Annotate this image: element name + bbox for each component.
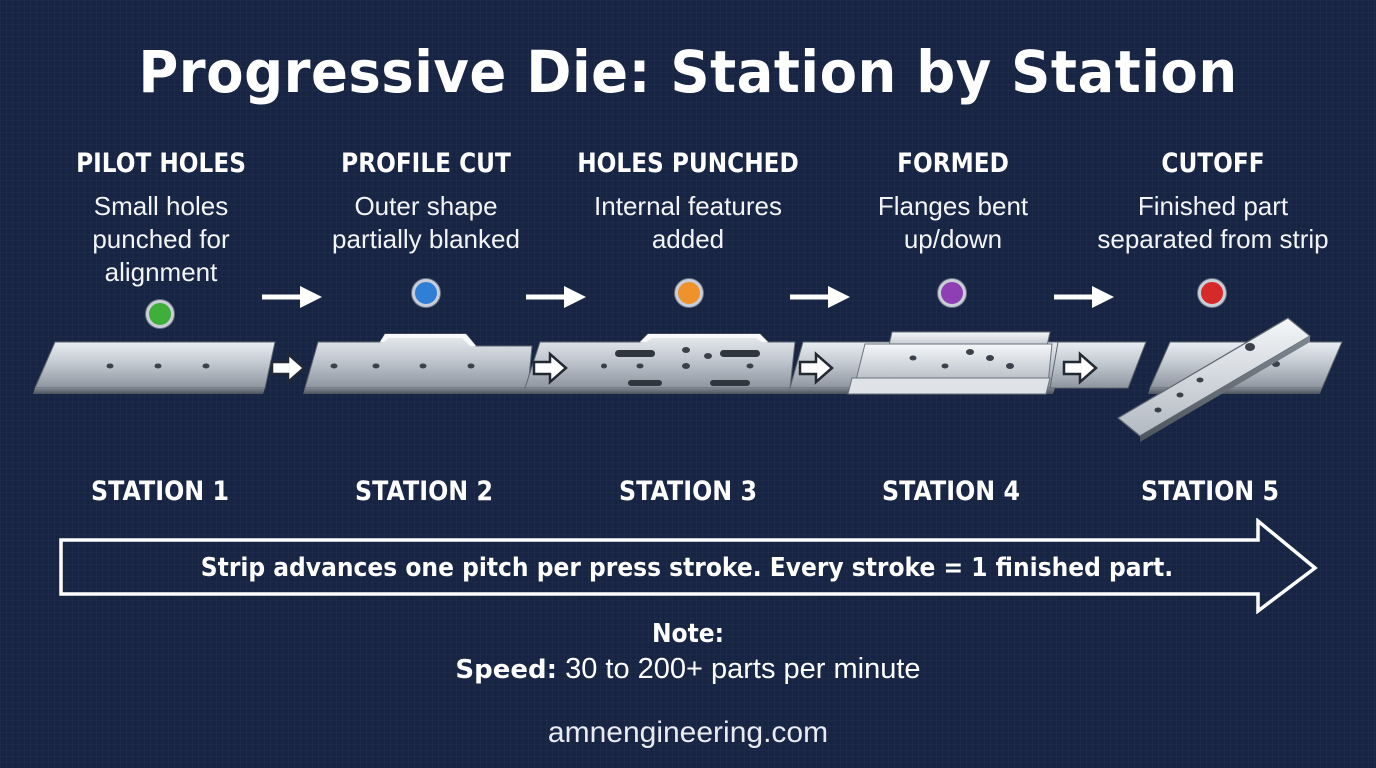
stage-description: Small holes punched for alignment [26, 190, 296, 289]
right-arrow-icon [526, 286, 586, 308]
stage-name: HOLES PUNCHED [577, 148, 799, 179]
banner-arrow-icon [59, 518, 1318, 614]
stage-cutoff: CUTOFF Finished part separated from stri… [1078, 146, 1348, 256]
stage-name: PILOT HOLES [76, 148, 246, 179]
stage-desc-line: Flanges bent [877, 191, 1029, 221]
stage-desc-line: Finished part [1137, 191, 1289, 221]
stage-holes-punched: HOLES PUNCHED Internal features added [553, 146, 823, 256]
stage-description: Outer shape partially blanked [291, 190, 561, 256]
stage-name: CUTOFF [1161, 148, 1265, 179]
stage-desc-line: Internal features [594, 191, 782, 221]
strip-advance-arrow-icon [532, 351, 568, 385]
stage-name: PROFILE CUT [341, 148, 511, 179]
station-label: STATION 3 [619, 476, 757, 507]
stage-pilot-holes: PILOT HOLES Small holes punched for alig… [26, 146, 296, 289]
stage-desc-line: added [651, 224, 725, 254]
stage-description: Internal features added [553, 190, 823, 256]
stage-name: FORMED [897, 148, 1009, 179]
station-label: STATION 2 [355, 476, 493, 507]
stage-desc-line: partially blanked [332, 224, 520, 254]
stage-2-marker-dot [412, 279, 440, 307]
metal-strip-illustration [33, 317, 1343, 442]
stage-5-marker-dot [1198, 279, 1226, 307]
speed-label: Speed: [455, 655, 558, 685]
strip-segment-4 [788, 331, 1061, 395]
finished-part [1116, 317, 1312, 442]
page-title: Progressive Die: Station by Station [138, 38, 1238, 106]
strip-segment-2 [303, 333, 533, 394]
stage-profile-cut: PROFILE CUT Outer shape partially blanke… [291, 146, 561, 256]
speed-note: Speed: 30 to 200+ parts per minute [0, 651, 1376, 688]
stage-desc-line: separated from strip [1097, 224, 1329, 254]
stage-desc-line: Outer shape [354, 191, 498, 221]
website-footer: amnengineering.com [547, 716, 829, 749]
note-label: Note: [651, 619, 725, 649]
stage-3-marker-dot [675, 279, 703, 307]
right-arrow-icon [790, 286, 850, 308]
stage-desc-line: up/down [903, 224, 1003, 254]
process-summary-banner: Strip advances one pitch per press strok… [200, 553, 1174, 583]
speed-value: 30 to 200+ parts per minute [557, 653, 921, 685]
stage-desc-line: punched for [92, 224, 230, 254]
strip-advance-arrow-icon [798, 351, 834, 385]
stage-1-marker-dot [146, 300, 174, 328]
right-arrow-icon [262, 286, 322, 308]
strip-segment-1 [33, 341, 276, 394]
stage-description: Flanges bent up/down [818, 190, 1088, 256]
strip-advance-arrow-icon [270, 351, 306, 385]
stage-4-marker-dot [938, 279, 966, 307]
station-label: STATION 5 [1141, 476, 1279, 507]
stage-desc-line: Small holes [93, 191, 229, 221]
station-label: STATION 4 [882, 476, 1020, 507]
stage-formed: FORMED Flanges bent up/down [818, 146, 1088, 256]
station-label: STATION 1 [91, 476, 229, 507]
stage-description: Finished part separated from strip [1078, 190, 1348, 256]
right-arrow-icon [1054, 286, 1114, 308]
strip-advance-arrow-icon [1062, 351, 1098, 385]
stage-desc-line: alignment [104, 257, 218, 287]
strip-segment-3 [523, 333, 796, 394]
